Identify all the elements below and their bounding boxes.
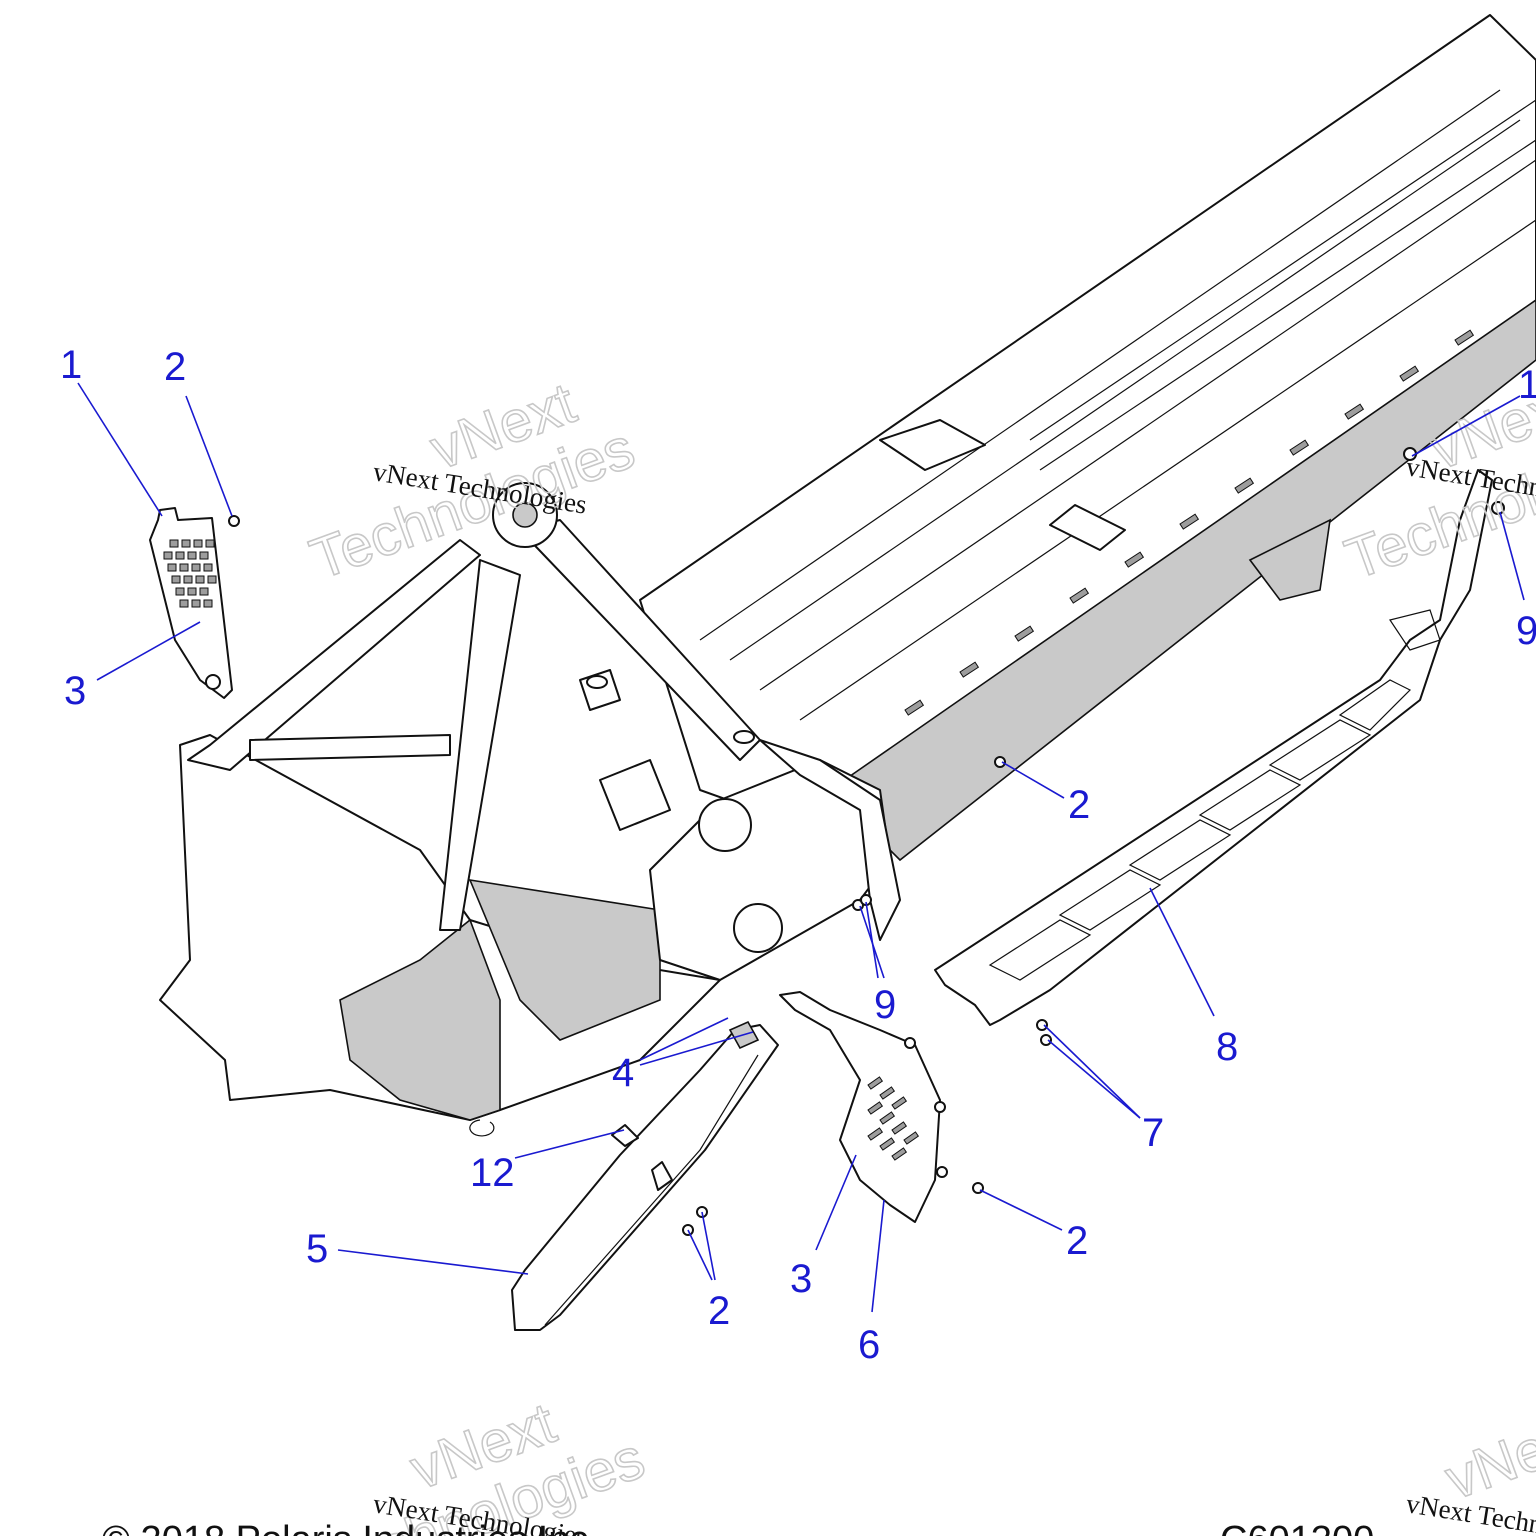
screw-icon (936, 1166, 948, 1178)
callout-12: 12 (470, 1151, 515, 1195)
lower-guard (511, 1020, 779, 1331)
leader-lines (77, 382, 1525, 1313)
callout-2: 2 (708, 1289, 730, 1333)
callout-7: 7 (1142, 1111, 1164, 1155)
callout-labels: 1 2 3 2 9 4 8 7 12 2 5 2 3 6 1 9 (60, 343, 1536, 1367)
callout-2: 2 (1066, 1219, 1088, 1263)
tunnel-slots (904, 329, 1475, 716)
step-cutouts (988, 679, 1412, 981)
screw-icon (1040, 1034, 1052, 1046)
side-panel-lower (779, 991, 941, 1223)
copyright-notice: © 2018 Polaris Industries Inc. (102, 1519, 599, 1536)
callout-3: 3 (790, 1257, 812, 1301)
screw-icon (228, 515, 240, 527)
front-chassis (159, 482, 901, 1137)
screw-icon (994, 756, 1006, 768)
screw-icon (1491, 501, 1505, 515)
running-board (934, 469, 1493, 1026)
callout-1: 1 (60, 343, 82, 387)
callout-8: 8 (1216, 1025, 1238, 1069)
callout-9: 9 (874, 983, 896, 1027)
vent-slots (867, 1076, 920, 1161)
callout-2: 2 (164, 345, 186, 389)
screw-icon (904, 1037, 916, 1049)
callout-2: 2 (1068, 783, 1090, 827)
callout-5: 5 (306, 1227, 328, 1271)
callout-1: 1 (1518, 363, 1536, 407)
figure-code: C601300 (1220, 1519, 1374, 1536)
screw-icon (1036, 1019, 1048, 1031)
tunnel-assembly (639, 14, 1536, 862)
callout-6: 6 (858, 1323, 880, 1367)
screw-icon (934, 1101, 946, 1113)
callout-3: 3 (64, 669, 86, 713)
callout-4: 4 (612, 1051, 634, 1095)
side-panel-upper (149, 507, 233, 699)
callout-9: 9 (1516, 609, 1536, 653)
vent-grid (163, 539, 217, 608)
